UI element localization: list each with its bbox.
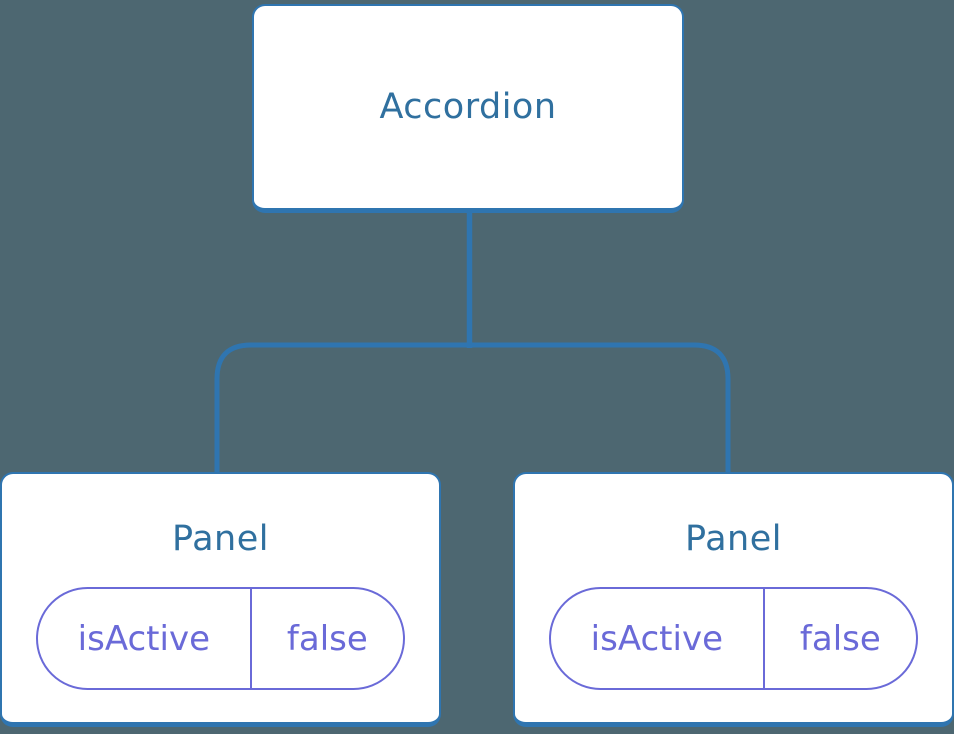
state-name: isActive bbox=[590, 618, 724, 659]
panel-node-1: Panel isActive false bbox=[0, 472, 441, 727]
accordion-node: Accordion bbox=[252, 4, 684, 213]
accordion-label: Accordion bbox=[379, 87, 557, 127]
children-bracket-line bbox=[214, 342, 731, 474]
state-value: false bbox=[762, 589, 916, 688]
panel-label: Panel bbox=[172, 519, 269, 559]
panel-label: Panel bbox=[685, 519, 782, 559]
state-pill: isActive false bbox=[36, 587, 405, 690]
state-value: false bbox=[249, 589, 403, 688]
panel-node-2: Panel isActive false bbox=[513, 472, 954, 727]
state-name: isActive bbox=[77, 618, 211, 659]
state-pill: isActive false bbox=[549, 587, 918, 690]
